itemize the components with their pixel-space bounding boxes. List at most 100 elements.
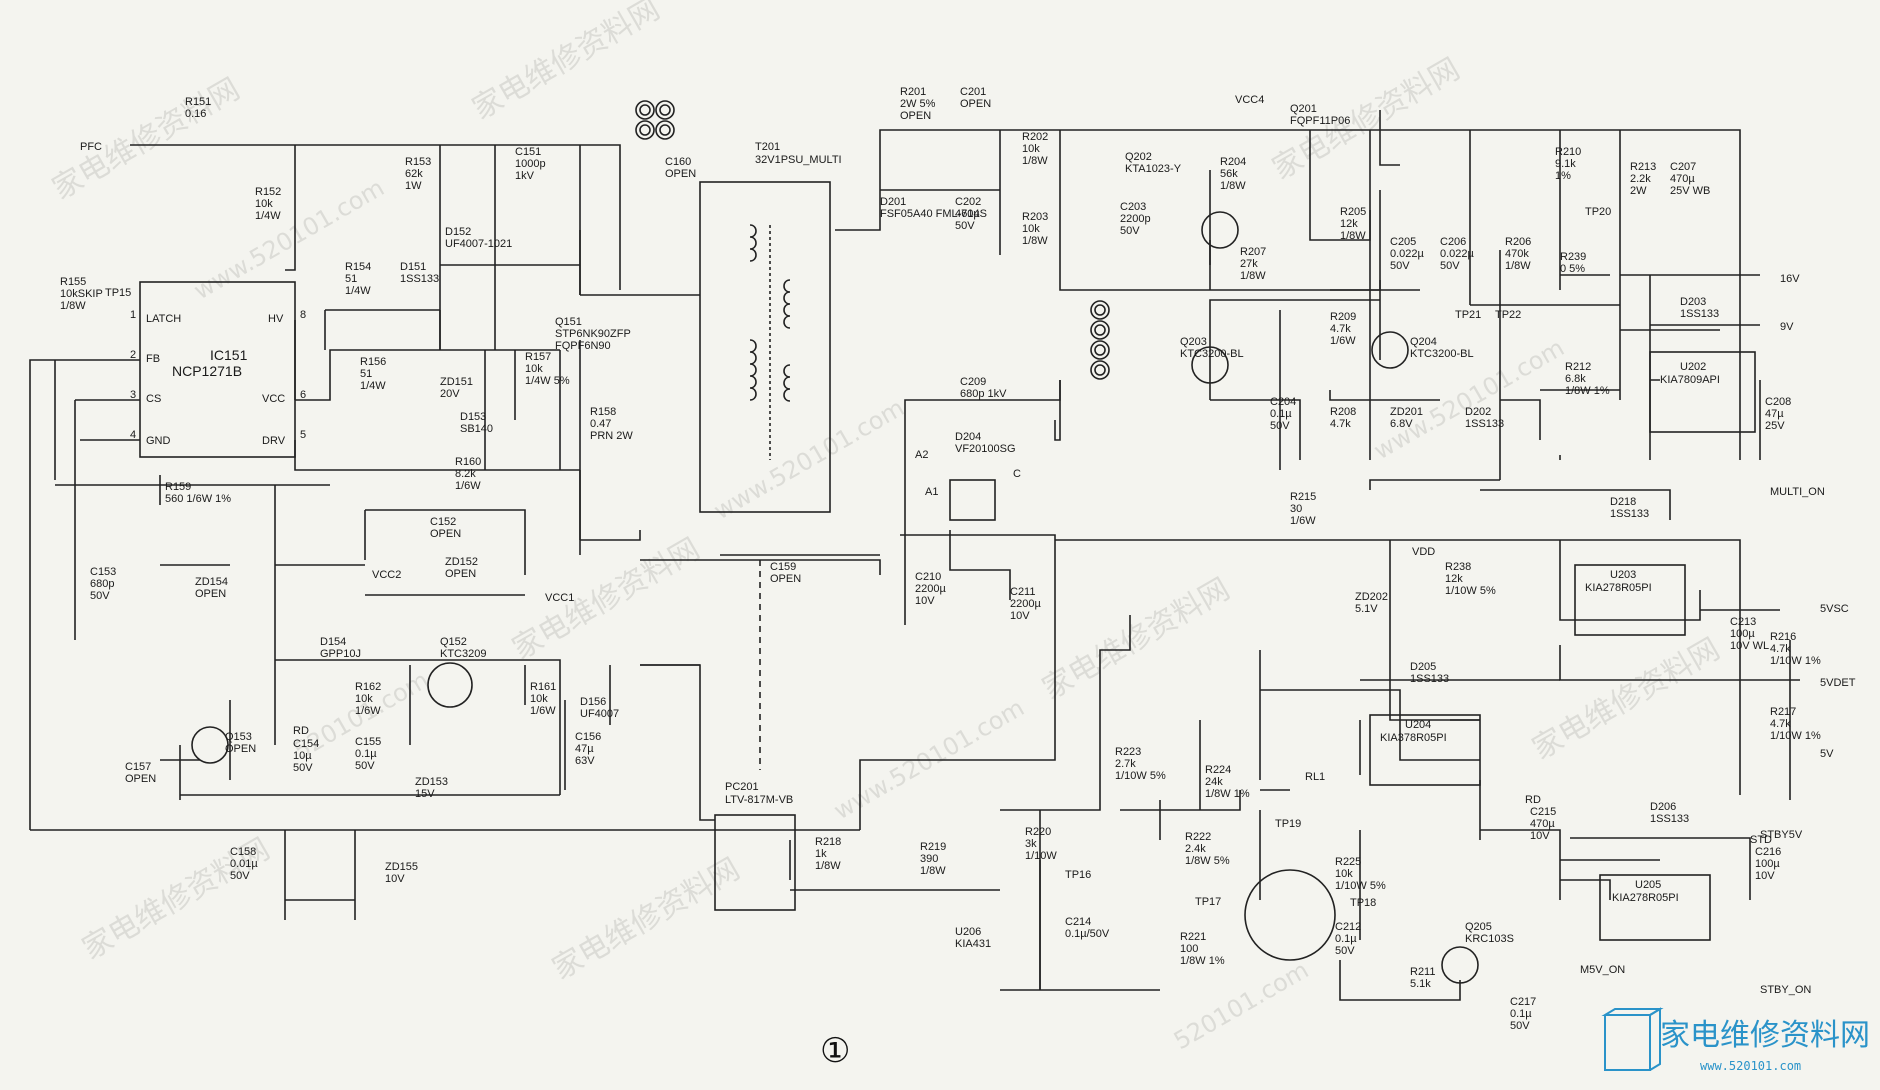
component-value: 0.1µ [1335, 933, 1357, 945]
component-rating: 1% [1555, 170, 1571, 182]
component-ref: C208 [1765, 396, 1791, 408]
ic151-ref: IC151 [210, 347, 248, 363]
component-ref: R157 [525, 351, 551, 363]
component-value: 10k [1022, 223, 1040, 235]
net-16v: 16V [1780, 273, 1800, 285]
component-ref: D204 [955, 431, 981, 443]
component-value: OPEN [125, 773, 156, 785]
component-rating: 50V [90, 590, 110, 602]
ic151: IC151 NCP1271B LATCH FB CS GND HV VCC DR… [130, 281, 306, 458]
component-value: 2W 5% [900, 98, 936, 110]
component-ref: R203 [1022, 211, 1048, 223]
q153-symbol [191, 726, 229, 764]
u202-regulator: U202 KIA7809API [1649, 351, 1756, 433]
component-ref: R202 [1022, 131, 1048, 143]
u203-body [1574, 564, 1686, 636]
component-ref: R225 [1335, 856, 1361, 868]
component-ref: ZD155 [385, 861, 418, 873]
component-ref: ZD154 [195, 576, 228, 588]
component-value: 12k [1445, 573, 1463, 585]
component-value: 2.4k [1185, 843, 1206, 855]
t201-body [699, 181, 831, 513]
component-labels: R1510.16R15210k1/4WR15362k1WC1511000p1kV… [60, 86, 1821, 1032]
component-value: 560 1/6W 1% [165, 493, 231, 505]
q152-symbol [427, 662, 473, 708]
component-value: 100 [1180, 943, 1198, 955]
component-value: VF20100SG [955, 443, 1016, 455]
u204-part: KIA378R05PI [1380, 732, 1447, 744]
component-value: FQPF11P06 [1290, 115, 1350, 127]
component-rating: 10V [1530, 830, 1550, 842]
tp22-label: TP22 [1495, 309, 1521, 321]
component-ref: RL1 [1305, 771, 1325, 783]
component-value: KRC103S [1465, 933, 1514, 945]
component-ref: Q201 [1290, 103, 1317, 115]
component-value: 10k [1335, 868, 1353, 880]
component-ref: D203 [1680, 296, 1706, 308]
logo-url: www.520101.com [1700, 1059, 1801, 1073]
net-vcc2: VCC2 [372, 569, 401, 581]
component-rating: 10V [1010, 610, 1030, 622]
component-value: STP6NK90ZFP [555, 328, 631, 340]
u202-part: KIA7809API [1660, 374, 1720, 386]
component-ref: D152 [445, 226, 471, 238]
component-value: 47µ [575, 743, 594, 755]
component-value: OPEN [665, 168, 696, 180]
component-value: 1000p [515, 158, 546, 170]
component-value: 24k [1205, 776, 1223, 788]
component-ref: R204 [1220, 156, 1246, 168]
ic151-pin-vcc: VCC [262, 393, 285, 405]
component-value: 20V [440, 388, 460, 400]
u203-ref: U203 [1610, 569, 1636, 581]
ic151-pin-drv: DRV [262, 435, 286, 447]
ic151-pin-cs: CS [146, 393, 161, 405]
component-ref: C211 [1010, 586, 1035, 598]
u203-part: KIA278R05PI [1585, 582, 1652, 594]
component-value: 15V [415, 788, 435, 800]
component-ref: R213 [1630, 161, 1656, 173]
logo-text: 家电维修资料网 [1660, 1018, 1870, 1053]
component-ref: C154 [293, 738, 319, 750]
component-rating: 1/4W [345, 285, 371, 297]
component-rating: 50V [230, 870, 250, 882]
component-ref: R223 [1115, 746, 1141, 758]
component-ref: R153 [405, 156, 431, 168]
component-value: 0.16 [185, 108, 206, 120]
component-ref: C213 [1730, 616, 1756, 628]
component-ref: C202 [955, 196, 981, 208]
component-rating: PRN 2W [590, 430, 633, 442]
component-ref: D153 [460, 411, 486, 423]
pc201-optocoupler: PC201 LTV-817M-VB [714, 781, 796, 911]
net-9v: 9V [1780, 321, 1794, 333]
component-ref: R222 [1185, 831, 1211, 843]
component-value: 6.8V [1390, 418, 1413, 430]
component-value: 680p 1kV [960, 388, 1007, 400]
component-rating: 1/4W [360, 380, 386, 392]
component-rating: 1/10W 1% [1770, 730, 1821, 742]
component-ref: D156 [580, 696, 606, 708]
component-ref: D206 [1650, 801, 1676, 813]
pc201-part: LTV-817M-VB [725, 794, 793, 806]
component-ref: C157 [125, 761, 151, 773]
component-rating: 1/8W [1022, 235, 1048, 247]
component-ref: Q151 [555, 316, 582, 328]
component-ref: C214 [1065, 916, 1091, 928]
component-ref: R216 [1770, 631, 1796, 643]
tp20-label: TP20 [1585, 206, 1611, 218]
component-ref: C155 [355, 736, 381, 748]
component-rating: 1/4W 5% [525, 375, 570, 387]
component-rating: 1/6W [530, 705, 556, 717]
component-ref: C152 [430, 516, 456, 528]
component-value: 5.1V [1355, 603, 1378, 615]
tp21-label: TP21 [1455, 309, 1481, 321]
component-ref: R208 [1330, 406, 1356, 418]
component-ref: R161 [530, 681, 556, 693]
component-value: 1SS133 [1410, 673, 1449, 685]
component-rating: 1/4W [255, 210, 281, 222]
q202-symbol [1201, 211, 1239, 249]
net-5v: 5V [1820, 748, 1834, 760]
component-rating: 1/10W 5% [1335, 880, 1386, 892]
ic151-pin-num: 8 [300, 309, 306, 321]
component-value: OPEN [960, 98, 991, 110]
component-rating: 1/8W [1340, 230, 1366, 242]
